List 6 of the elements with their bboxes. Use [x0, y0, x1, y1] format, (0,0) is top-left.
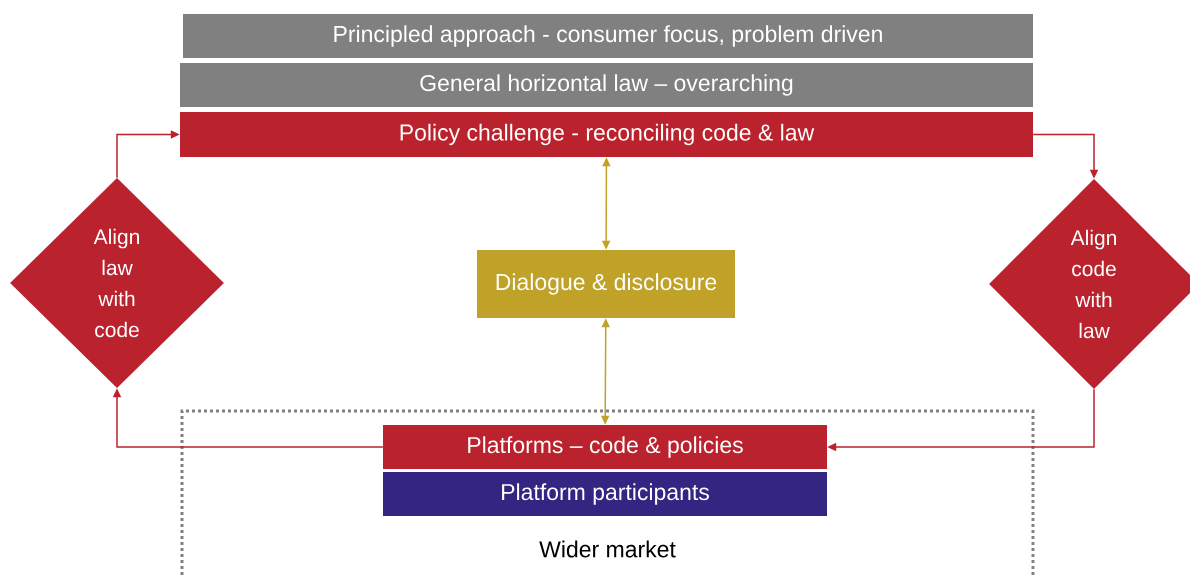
- banner: Platform participants: [383, 472, 827, 516]
- banner: Principled approach - consumer focus, problem driven: [183, 14, 1033, 58]
- process-box: Dialogue & disclosure: [477, 250, 735, 318]
- banner: General horizontal law – overarching: [180, 63, 1033, 107]
- banner: Policy challenge - reconciling code & law: [180, 112, 1033, 157]
- banner: Platforms – code & policies: [383, 425, 827, 469]
